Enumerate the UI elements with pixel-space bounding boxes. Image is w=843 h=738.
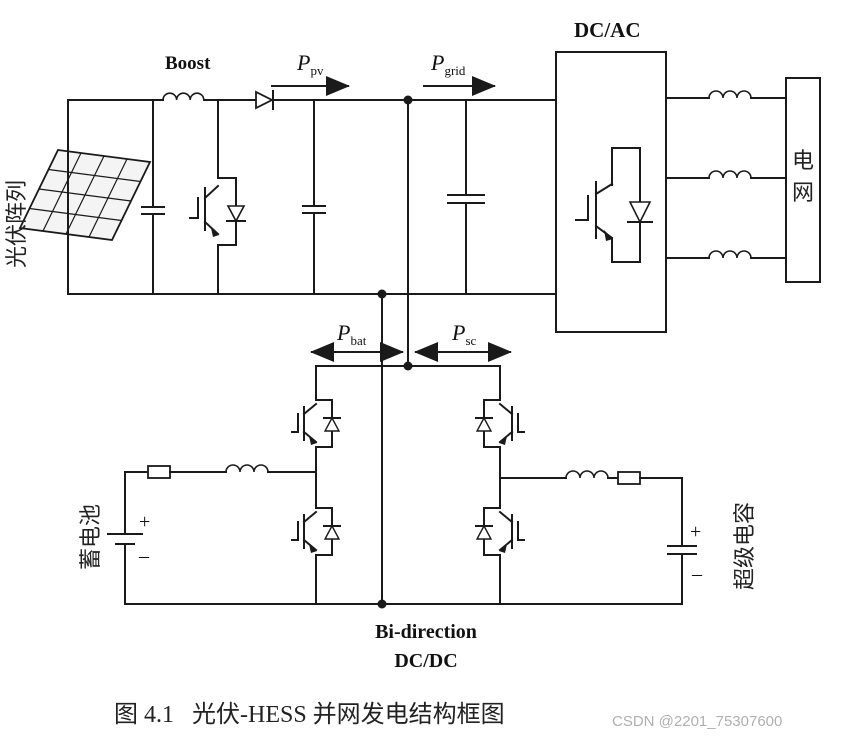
boost-label: Boost — [165, 53, 211, 74]
battery-resistor-icon — [147, 465, 171, 479]
pgrid-sub: grid — [444, 63, 465, 78]
battery-label: 蓄电池 — [79, 504, 104, 570]
dcac-label: DC/AC — [574, 18, 641, 42]
three-phase-lines — [665, 90, 787, 259]
battery-icon — [107, 533, 143, 545]
pgrid-label: Pgrid — [430, 50, 466, 78]
pv-capacitor-icon — [141, 99, 165, 295]
supercap-label: 超级电容 — [733, 502, 758, 590]
left-upper-igbt-icon — [291, 399, 341, 448]
right-lower-igbt-icon — [475, 507, 525, 556]
supercap-branch — [499, 470, 697, 605]
pbat-main: P — [336, 320, 350, 345]
grid-label-2: 网 — [792, 181, 814, 206]
dc-link-capacitor-icon — [447, 99, 485, 295]
right-half-bridge — [475, 365, 525, 605]
dcac-inverter-box — [555, 51, 667, 333]
battery-minus-sign: – — [138, 545, 150, 567]
junction-dots — [377, 95, 413, 609]
pgrid-main: P — [430, 50, 444, 75]
boost-inductor-icon — [162, 92, 205, 101]
psc-main: P — [451, 320, 465, 345]
psc-label: Psc — [451, 320, 477, 348]
figure-caption: 图 4.1 光伏-HESS 并网发电结构框图 — [114, 701, 505, 728]
boost-igbt-icon — [189, 99, 246, 295]
bidir-label-line2: DC/DC — [394, 650, 457, 672]
ppv-sub: pv — [310, 63, 324, 78]
watermark: CSDN @2201_75307600 — [612, 713, 782, 730]
ppv-label: Ppv — [296, 50, 324, 78]
supercap-minus-sign: – — [691, 563, 703, 585]
left-lower-igbt-icon — [291, 507, 341, 556]
psc-sub: sc — [465, 333, 476, 348]
boost-output-capacitor-icon — [302, 99, 326, 295]
pbat-label: Pbat — [336, 320, 367, 348]
pv-array-label: 光伏阵列 — [5, 180, 30, 268]
battery-inductor-icon — [225, 464, 269, 473]
main-bus-wires — [67, 99, 557, 295]
battery-branch — [107, 464, 317, 605]
grid-box — [785, 77, 821, 283]
supercap-inductor-icon — [565, 470, 609, 479]
supercap-plus-sign: + — [690, 521, 701, 543]
right-upper-igbt-icon — [475, 399, 525, 448]
supercap-resistor-icon — [617, 471, 641, 485]
battery-plus-sign: + — [139, 511, 150, 533]
supercap-icon — [667, 545, 697, 555]
left-half-bridge — [291, 365, 341, 605]
inverter-igbt-icon — [575, 147, 653, 263]
pbat-sub: bat — [350, 333, 366, 348]
pv-panel-icon — [18, 149, 152, 241]
boost-diode-icon — [255, 90, 281, 110]
bidir-label-line1: Bi-direction — [375, 621, 477, 643]
grid-label-1: 电 — [792, 149, 814, 174]
ppv-main: P — [296, 50, 310, 75]
